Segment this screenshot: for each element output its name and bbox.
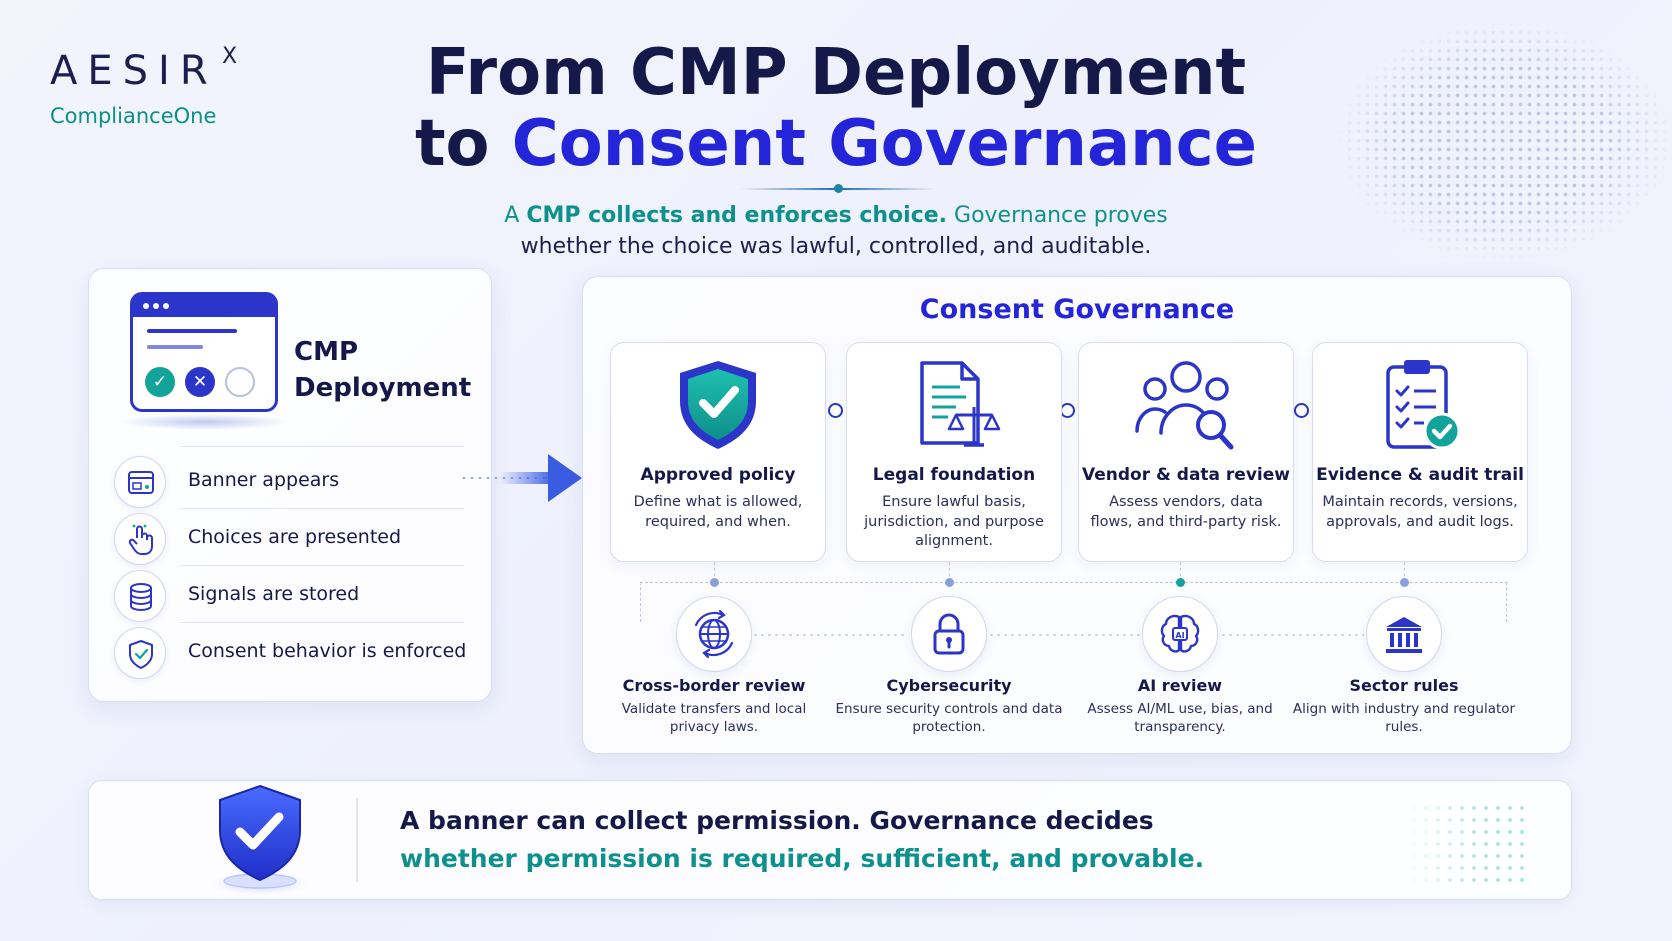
connector-line bbox=[1404, 562, 1405, 582]
subtitle-bold: CMP collects and enforces choice. bbox=[526, 203, 948, 228]
cmp-title: CMP Deployment bbox=[294, 337, 472, 403]
connector-line bbox=[640, 582, 1508, 583]
sub-area-desc: Ensure security controls and data protec… bbox=[835, 701, 1063, 735]
database-icon bbox=[114, 570, 166, 622]
title-accent: Consent Governance bbox=[511, 107, 1258, 181]
bottom-divider bbox=[356, 798, 358, 882]
card-evidence-audit-trail: Evidence & audit trail Maintain records,… bbox=[1312, 342, 1528, 562]
sub-area-desc: Assess AI/ML use, bias, and transparency… bbox=[1087, 701, 1273, 735]
dotted-link bbox=[752, 634, 908, 636]
globe-arrows-icon bbox=[676, 596, 752, 672]
connector-dot bbox=[1176, 578, 1185, 587]
document-scales-icon bbox=[920, 361, 1001, 447]
brand-superscript: X bbox=[222, 44, 238, 69]
subtitle-line1: A CMP collects and enforces choice. Gove… bbox=[336, 200, 1336, 231]
subtitle-prefix: A bbox=[504, 203, 520, 228]
connector-line bbox=[949, 562, 950, 582]
subtitle-rest: Governance proves bbox=[954, 203, 1168, 228]
footer-line1: A banner can collect permission. Governa… bbox=[400, 806, 1154, 835]
brand-product: ComplianceOne bbox=[50, 104, 217, 128]
card-link-dot bbox=[1060, 403, 1075, 418]
world-map-dots bbox=[1300, 10, 1672, 300]
browser-base bbox=[118, 414, 290, 430]
connector-dot bbox=[945, 578, 954, 587]
cmp-item-banner: Banner appears bbox=[114, 454, 464, 508]
sub-area-desc: Align with industry and regulator rules. bbox=[1292, 701, 1516, 735]
connector-line bbox=[1180, 562, 1181, 582]
check-icon: ✓ bbox=[145, 367, 175, 397]
connector-line bbox=[640, 582, 641, 622]
cmp-divider bbox=[180, 565, 464, 566]
empty-circle-icon bbox=[225, 367, 255, 397]
svg-text:AI: AI bbox=[1175, 631, 1184, 640]
flow-arrow bbox=[500, 472, 555, 484]
dotted-link bbox=[1220, 634, 1364, 636]
page-title-line1: From CMP Deployment bbox=[425, 36, 1247, 110]
close-icon: ✕ bbox=[185, 367, 215, 397]
cmp-item-signals: Signals are stored bbox=[114, 568, 464, 622]
card-vendor-data-review: Vendor & data review Assess vendors, dat… bbox=[1078, 342, 1294, 562]
title-prefix: to bbox=[414, 107, 490, 181]
brand-name: AESIR bbox=[50, 48, 218, 94]
cmp-item-choices: Choices are presented bbox=[114, 511, 464, 565]
sub-area-title: AI review bbox=[1137, 676, 1223, 695]
page-title-line2: to Consent Governance bbox=[336, 109, 1336, 179]
connector-line bbox=[1506, 582, 1507, 622]
clipboard-check-icon bbox=[1386, 360, 1461, 450]
padlock-icon bbox=[911, 596, 987, 672]
cmp-divider bbox=[180, 508, 464, 509]
cmp-item-enforced: Consent behavior is enforced bbox=[114, 625, 466, 679]
arrow-right-icon bbox=[548, 454, 582, 502]
cmp-divider bbox=[180, 446, 464, 447]
cmp-divider bbox=[180, 622, 464, 623]
browser-window-icon: ✓ ✕ bbox=[130, 292, 278, 412]
ai-brain-icon: AI bbox=[1142, 596, 1218, 672]
shield-check-icon bbox=[114, 627, 166, 679]
card-link-dot bbox=[828, 403, 843, 418]
card-link-dot bbox=[1294, 403, 1309, 418]
people-search-icon bbox=[1135, 361, 1234, 450]
bottom-banner bbox=[88, 780, 1572, 900]
sub-area-title: Cross-border review bbox=[622, 676, 806, 695]
subtitle-line2: whether the choice was lawful, controlle… bbox=[520, 234, 1152, 259]
banner-window-icon bbox=[114, 456, 166, 508]
title-rule-dot bbox=[834, 184, 843, 193]
sub-area-desc: Validate transfers and local privacy law… bbox=[621, 701, 807, 735]
dotted-link bbox=[988, 634, 1140, 636]
decorative-dots bbox=[1408, 802, 1528, 882]
footer-line2: whether permission is required, sufficie… bbox=[400, 844, 1205, 873]
governance-title: Consent Governance bbox=[919, 294, 1235, 325]
sub-area-title: Sector rules bbox=[1349, 676, 1459, 695]
card-legal-foundation: Legal foundation Ensure lawful basis, ju… bbox=[846, 342, 1062, 562]
shield-check-icon bbox=[208, 784, 312, 896]
card-approved-policy: Approved policy Define what is allowed, … bbox=[610, 342, 826, 562]
shield-check-icon bbox=[680, 361, 756, 449]
sub-area-title: Cybersecurity bbox=[886, 676, 1012, 695]
connector-dot bbox=[1400, 578, 1409, 587]
connector-line bbox=[714, 562, 715, 582]
pointer-hand-icon bbox=[114, 513, 166, 565]
institution-icon bbox=[1366, 596, 1442, 672]
connector-dot bbox=[710, 578, 719, 587]
